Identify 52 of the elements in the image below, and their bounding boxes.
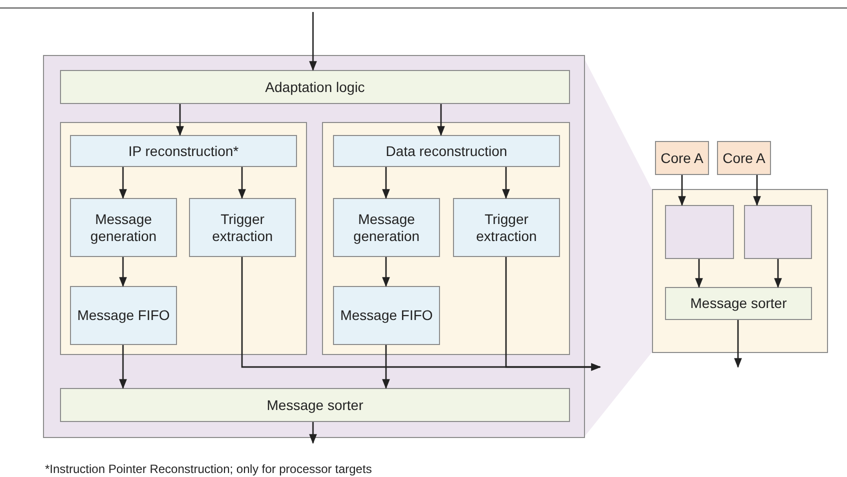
block-label: Trigger extraction <box>211 210 274 244</box>
arrow <box>774 259 782 288</box>
block-label: Data reconstruction <box>386 142 508 160</box>
process-box <box>189 198 296 257</box>
arrow <box>678 175 686 206</box>
arrow <box>238 167 246 199</box>
footnote: *Instruction Pointer Reconstruction; only for processor targets <box>45 463 372 476</box>
process-box <box>333 198 440 257</box>
block-label: Core A <box>660 150 704 166</box>
process-box <box>655 141 709 175</box>
process-box <box>70 286 177 345</box>
arrow <box>119 257 127 287</box>
arrow <box>309 12 317 71</box>
arrow <box>505 257 601 371</box>
group-panel <box>60 122 307 355</box>
process-box <box>333 135 560 167</box>
empty-block <box>665 205 734 259</box>
process-box <box>60 388 570 422</box>
block-label: Adaptation logic <box>265 78 365 96</box>
block-label: Trigger extraction <box>475 210 538 244</box>
arrow <box>437 104 445 136</box>
block-label: IP reconstruction* <box>128 142 239 160</box>
zoom-projection-wedge <box>585 60 652 436</box>
process-box <box>717 141 771 175</box>
process-box <box>453 198 560 257</box>
empty-block <box>744 205 812 259</box>
group-panel <box>322 122 570 355</box>
arrow <box>695 259 703 288</box>
arrow <box>119 167 127 199</box>
process-box <box>70 135 297 167</box>
process-box <box>333 286 440 345</box>
arrow <box>119 345 127 389</box>
block-label: Core A <box>722 150 766 166</box>
arrow <box>753 175 761 206</box>
arrow <box>502 167 510 199</box>
process-box <box>665 287 812 320</box>
block-label: Message sorter <box>690 295 787 312</box>
arrow <box>176 104 184 136</box>
arrow <box>309 422 317 444</box>
block-label: Message FIFO <box>340 307 433 324</box>
block-label: Message generation <box>89 210 158 244</box>
block-label: Message sorter <box>266 396 364 414</box>
block-label: Message generation <box>352 210 421 244</box>
block-label: Message FIFO <box>77 307 170 324</box>
outer-block-panel <box>43 55 585 438</box>
process-box <box>70 198 177 257</box>
arrow <box>734 320 742 368</box>
process-box <box>60 70 570 104</box>
arrow <box>382 345 390 389</box>
arrow <box>382 257 390 287</box>
arrow <box>382 167 390 199</box>
block-panel <box>652 189 828 353</box>
